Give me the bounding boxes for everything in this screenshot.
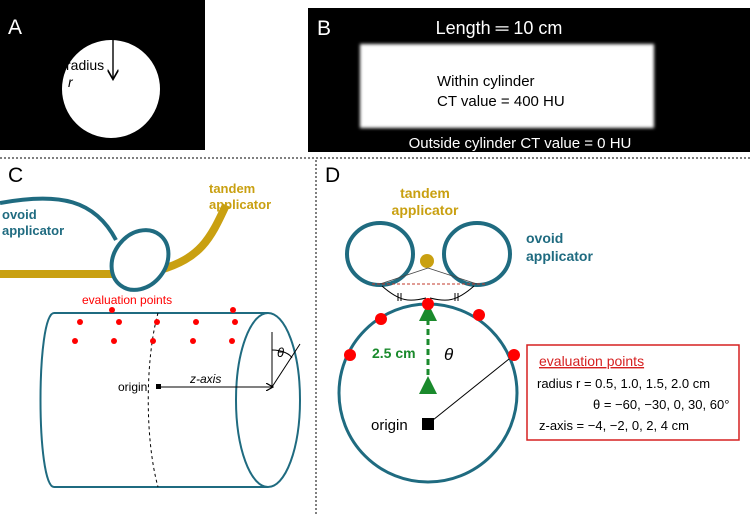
eval-point [111,338,117,344]
theta-radius-line-d [427,354,515,425]
origin-label-d: origin [371,417,408,434]
panel-a-letter: A [8,16,22,39]
eval-point [229,338,235,344]
ovoid-ring-left [345,221,415,287]
eval-point [190,338,196,344]
eval-point [116,319,122,325]
equal-arc-right [429,285,475,301]
eval-point [230,307,236,313]
origin-label-c: origin [118,380,147,394]
eval-box-border [526,344,740,441]
z-axis-label: z-axis [189,372,221,386]
eval-box-z-line: z-axis = −4, −2, 0, 2, 4 cm [539,418,689,433]
eval-point [154,319,160,325]
ovoid-label-d-1: ovoid [526,230,563,246]
eval-point [508,349,520,361]
distance-label: 2.5 cm [372,345,416,361]
outside-ct-value: Outside cylinder CT value = 0 HU [409,135,632,152]
eval-box-theta-line: θ = −60, −30, 0, 30, 60° [593,397,729,412]
tandem-cross-section [420,254,434,268]
eval-point [375,313,387,325]
ovoid-label-d-2: applicator [526,248,593,264]
ovoid-label-c-1: ovoid [2,207,37,222]
eval-point [422,298,434,310]
r-label: r [68,74,74,90]
eval-point [232,319,238,325]
eval-point [109,307,115,313]
tandem-label-d-2: applicator [392,202,459,218]
eval-point [344,349,356,361]
radius-label: radius [66,57,104,73]
panel-d-letter: D [325,164,340,187]
cylinder-mid-section [147,312,159,488]
eval-points-box: evaluation points radius r = 0.5, 1.0, 1… [526,344,740,441]
ovoid-label-c-2: applicator [2,223,64,238]
cylinder-side-view [360,44,654,128]
eval-point [72,338,78,344]
within-cylinder-label: Within cylinder [437,73,535,90]
origin-marker-d [422,418,434,430]
ovoid-ring-right [442,221,512,287]
eval-points-c [72,307,238,344]
within-ct-value: CT value = 400 HU [437,93,565,110]
origin-marker-c [156,384,161,389]
eval-box-title: evaluation points [539,353,644,369]
cylinder-right-end [235,312,301,488]
theta-arc-c [271,349,293,359]
ovoid-ring-c [109,228,171,292]
panel-c-letter: C [8,164,23,187]
cylinder-left-end [39,312,55,488]
cylinder-cross-section [62,40,160,138]
eval-points-d [344,298,520,361]
ovoid-applicator-tube-c [0,196,118,241]
theta-label-c: θ [277,345,284,360]
panel-c: C tandem applicator ovoid applicator eva… [0,164,301,488]
panel-b: B Length ═ 10 cm Within cylinder CT valu… [308,8,750,152]
panel-a: radius r A [0,0,205,150]
tandem-label-c-1: tandem [209,181,255,196]
equal-arc-left [381,285,427,301]
panel-d: D tandem applicator ovoid applicator 2.5… [325,164,740,484]
tandem-applicator-c [0,203,230,278]
eval-point [150,338,156,344]
ref-line-left [379,267,429,285]
eval-point [77,319,83,325]
ref-line-right [427,267,478,285]
theta-radius-line [271,343,301,388]
eval-point [193,319,199,325]
length-label: Length ═ 10 cm [436,18,563,38]
tandem-label-c-2: applicator [209,197,271,212]
eval-box-radius-line: radius r = 0.5, 1.0, 1.5, 2.0 cm [537,376,710,391]
eval-point [473,309,485,321]
tandem-label-d-1: tandem [400,185,450,201]
theta-label-d: θ [444,345,454,364]
panel-b-letter: B [317,17,331,40]
eval-points-label-c: evaluation points [82,293,172,307]
